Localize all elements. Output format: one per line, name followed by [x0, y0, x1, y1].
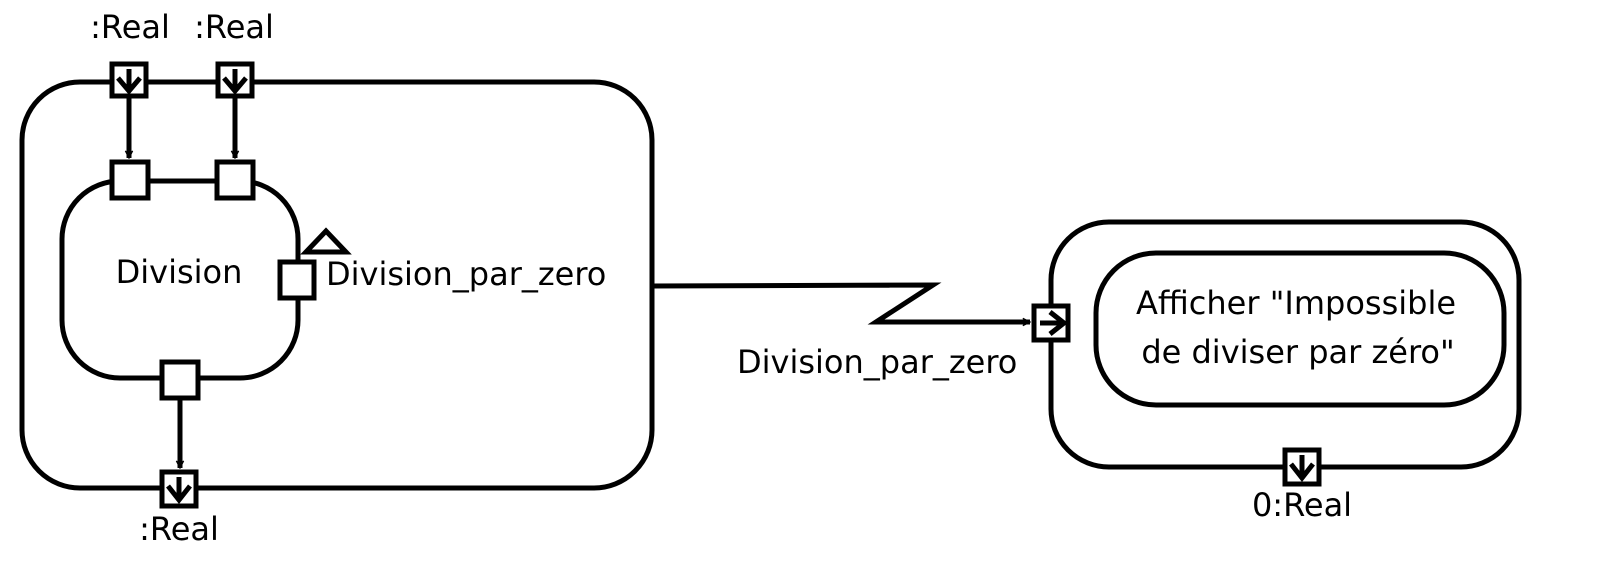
input-pin-1[interactable]: [109, 61, 149, 99]
division-input-pin-1[interactable]: [109, 159, 151, 201]
handler-output-pin[interactable]: [1282, 447, 1322, 487]
input-pin-2[interactable]: [215, 61, 255, 99]
division-output-pin[interactable]: [159, 359, 201, 401]
input-pin-1-label: :Real: [90, 8, 170, 46]
division-exception-pin[interactable]: [277, 259, 317, 301]
input-pin-2-label: :Real: [194, 8, 274, 46]
outer-activity: :Real :Real Division Division_par_zero: [19, 8, 655, 548]
exception-handler: Afficher "Impossible de diviser par zéro…: [1031, 219, 1522, 524]
display-action-frame: [1093, 250, 1507, 408]
display-action-line1: Afficher "Impossible: [1136, 284, 1456, 322]
output-pin[interactable]: [159, 469, 199, 509]
division-exception-label: Division_par_zero: [326, 255, 606, 293]
display-action[interactable]: Afficher "Impossible de diviser par zéro…: [1093, 250, 1507, 408]
handler-output-label: 0:Real: [1252, 486, 1352, 524]
exception-edge-label: Division_par_zero: [737, 343, 1017, 381]
display-action-line2: de diviser par zéro": [1141, 333, 1454, 371]
division-action-label: Division: [116, 253, 243, 291]
division-input-pin-2[interactable]: [214, 159, 256, 201]
exception-edge-line: [651, 282, 1030, 322]
handler-input-pin[interactable]: [1031, 303, 1071, 343]
exception-edge[interactable]: Division_par_zero: [651, 282, 1030, 381]
division-action[interactable]: Division: [59, 178, 301, 381]
exception-triangle-icon: [300, 227, 352, 255]
output-pin-label: :Real: [139, 510, 219, 548]
